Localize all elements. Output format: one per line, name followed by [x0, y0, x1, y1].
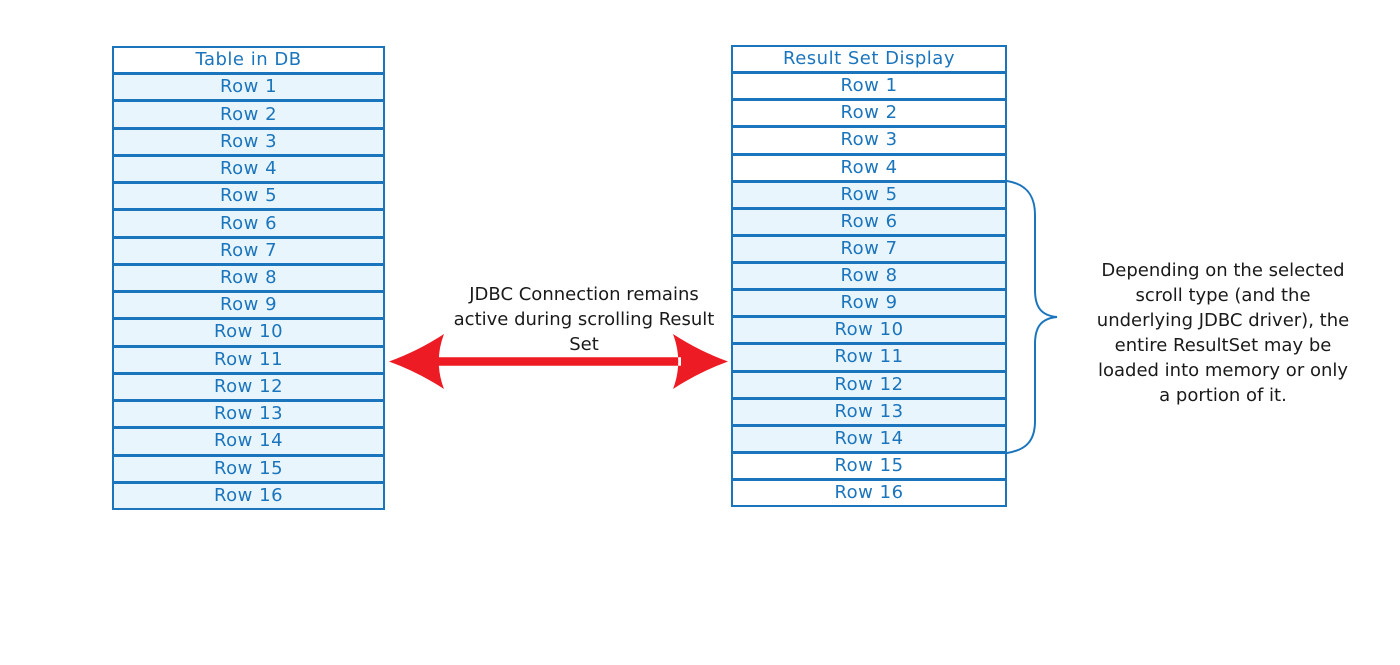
table-row: Row 12 — [112, 372, 385, 402]
table-row: Row 9 — [731, 289, 1007, 318]
table-row: Row 2 — [731, 99, 1007, 128]
table-row: Row 13 — [731, 397, 1007, 426]
table-row: Row 3 — [731, 126, 1007, 155]
db-table-title: Table in DB — [112, 46, 385, 75]
result-set-table-title: Result Set Display — [731, 45, 1007, 74]
table-row: Row 11 — [731, 343, 1007, 372]
table-row: Row 5 — [112, 182, 385, 211]
table-row: Row 10 — [112, 318, 385, 347]
brace-note: Depending on the selected scroll type (a… — [1096, 260, 1350, 406]
table-row: Row 10 — [731, 316, 1007, 345]
table-row: Row 2 — [112, 100, 385, 129]
table-row: Row 9 — [112, 291, 385, 320]
table-row: Row 13 — [112, 400, 385, 429]
table-row: Row 3 — [112, 127, 385, 156]
table-row: Row 14 — [112, 427, 385, 456]
table-row: Row 7 — [112, 236, 385, 265]
table-row: Row 6 — [112, 209, 385, 238]
table-row: Row 1 — [731, 72, 1007, 101]
table-row: Row 6 — [731, 207, 1007, 236]
curly-brace-icon — [1006, 180, 1058, 454]
table-row: Row 16 — [112, 481, 385, 510]
table-row: Row 11 — [112, 345, 385, 374]
table-row: Row 14 — [731, 424, 1007, 453]
table-row: Row 5 — [731, 180, 1007, 209]
table-row: Row 8 — [112, 263, 385, 293]
table-row: Row 4 — [112, 154, 385, 184]
arrow-label: JDBC Connection remains active during sc… — [453, 284, 715, 355]
table-row: Row 4 — [731, 153, 1007, 182]
table-row: Row 15 — [112, 454, 385, 483]
table-row: Row 7 — [731, 234, 1007, 263]
table-row: Row 16 — [731, 479, 1007, 508]
table-row: Row 15 — [731, 451, 1007, 480]
table-row: Row 12 — [731, 370, 1007, 399]
table-row: Row 8 — [731, 262, 1007, 291]
table-row: Row 1 — [112, 73, 385, 102]
